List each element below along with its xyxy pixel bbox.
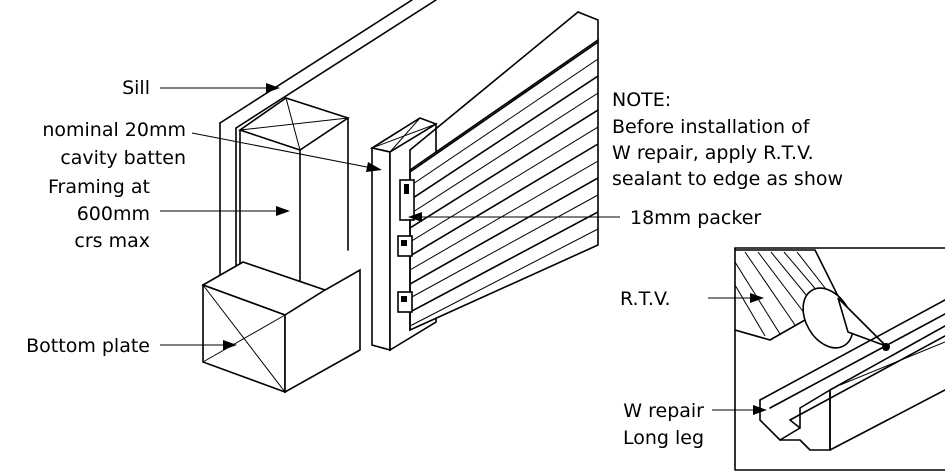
note-line3: sealant to edge as show [612, 168, 843, 190]
bottom-plate [201, 261, 361, 394]
w-repair-extrusion [759, 299, 945, 451]
cladding-board-line [410, 177, 598, 285]
label-rtv: R.T.V. [620, 288, 671, 310]
cladding-board-line [410, 92, 598, 215]
note-heading: NOTE: [612, 89, 671, 111]
note-line1: Before installation of [612, 116, 811, 138]
note-line2: W repair, apply R.T.V. [612, 142, 814, 164]
label-wrepair-line2: Long leg [623, 427, 704, 449]
label-packer: 18mm packer [630, 207, 761, 229]
cladding-board-line [410, 126, 598, 243]
leader-lines [160, 83, 767, 415]
cladding-board-line [410, 228, 598, 327]
cladding-board-line [410, 211, 598, 313]
label-sill: Sill [122, 77, 150, 99]
framing-stud [238, 97, 350, 291]
cladding-board-line [410, 194, 598, 299]
rtv-cartridge [735, 249, 890, 351]
cladding-board-line [410, 58, 598, 187]
label-batten-line1: nominal 20mm [42, 119, 186, 141]
label-batten-line2: cavity batten [60, 147, 186, 169]
label-framing-line2: 600mm [77, 203, 150, 225]
label-wrepair-line1: W repair [623, 400, 704, 422]
cladding-board-line [410, 143, 598, 257]
inset-detail [734, 247, 945, 471]
cladding-board-line [410, 109, 598, 229]
cladding-board-line [410, 41, 598, 173]
label-bottom-plate: Bottom plate [26, 335, 150, 357]
sill [219, 0, 437, 286]
cladding-board-line [410, 160, 598, 271]
label-framing-line1: Framing at [48, 176, 150, 198]
weatherboard-cladding [409, 11, 599, 332]
label-framing-line3: crs max [74, 230, 150, 252]
cladding-board-line [410, 75, 598, 201]
w-repair-profile [397, 179, 415, 313]
